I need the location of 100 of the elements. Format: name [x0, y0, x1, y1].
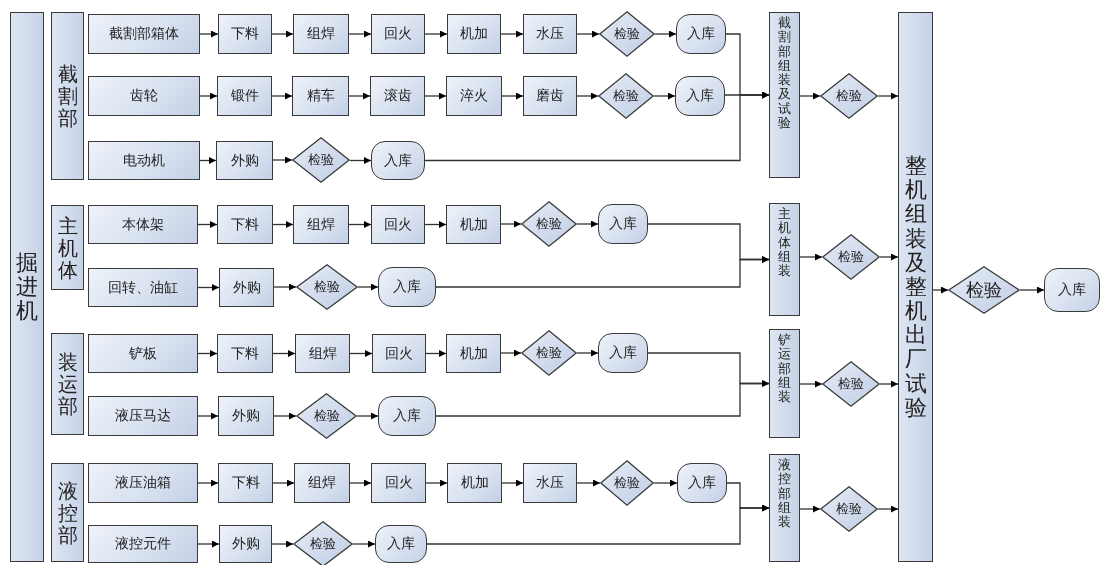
arrow	[653, 92, 676, 100]
process-box: 机加	[447, 14, 501, 54]
vertical-band: 整机组装及整机出厂试验	[898, 12, 933, 562]
terminal-box: 入库	[598, 204, 648, 244]
process-box: 回火	[371, 14, 425, 54]
decision-diamond: 检验	[820, 73, 878, 119]
process-box: 机加	[447, 463, 502, 503]
arrow	[199, 157, 217, 164]
terminal-box: 入库	[1044, 268, 1100, 312]
decision-diamond: 检验	[822, 361, 880, 407]
process-box: 组焊	[293, 14, 349, 54]
arrow	[272, 156, 293, 164]
arrow	[425, 479, 448, 487]
process-box: 回转、油缸	[88, 268, 198, 307]
arrow	[199, 30, 219, 38]
arrow	[197, 412, 219, 420]
arrow	[500, 30, 524, 38]
process-box: 外购	[219, 268, 274, 307]
process-box: 本体架	[88, 205, 198, 244]
arrow	[197, 284, 220, 291]
terminal-box: 入库	[677, 463, 727, 503]
decision-diamond: 检验	[292, 137, 350, 183]
arrow	[349, 350, 373, 357]
decision-diamond: 检验	[600, 460, 654, 506]
arrow	[356, 412, 379, 420]
process-box: 淬火	[446, 76, 502, 116]
arrow	[352, 540, 376, 548]
process-box: 齿轮	[88, 76, 200, 116]
terminal-box: 入库	[378, 267, 436, 307]
arrow	[932, 286, 949, 294]
arrow	[271, 30, 294, 38]
decision-diamond: 检验	[820, 486, 878, 532]
group-band: 液控部	[51, 463, 84, 562]
arrow	[576, 30, 600, 38]
decision-diamond: 检验	[521, 330, 577, 376]
decision-diamond: 检验	[296, 264, 358, 310]
process-box: 截割部箱体	[88, 14, 200, 54]
arrow	[349, 479, 372, 487]
process-box: 铲板	[88, 334, 198, 373]
process-box: 水压	[523, 14, 577, 54]
decision-diamond: 检验	[948, 266, 1020, 314]
arrow	[273, 412, 297, 420]
assembly-band: 液控部组装	[769, 454, 800, 562]
arrow	[576, 479, 601, 487]
terminal-box: 入库	[371, 141, 425, 180]
arrow	[349, 157, 372, 164]
process-box: 组焊	[295, 334, 350, 373]
arrow	[424, 221, 447, 228]
process-box: 外购	[216, 141, 273, 180]
process-box: 电动机	[88, 141, 200, 180]
decision-diamond: 检验	[293, 521, 353, 565]
arrow	[425, 350, 447, 357]
arrow	[424, 92, 447, 100]
arrow	[426, 504, 770, 545]
process-box: 外购	[218, 396, 274, 436]
arrow	[424, 91, 770, 162]
arrow	[199, 92, 218, 100]
arrow	[576, 92, 599, 100]
arrow	[500, 220, 522, 228]
arrow	[273, 283, 297, 291]
arrow	[799, 380, 823, 388]
arrow	[879, 253, 899, 261]
process-box: 水压	[523, 463, 577, 503]
vertical-band: 掘进机	[10, 12, 44, 562]
process-box: 下料	[218, 463, 273, 503]
arrow	[576, 220, 599, 228]
arrow	[877, 92, 899, 100]
process-box: 机加	[446, 334, 501, 373]
arrow	[197, 221, 218, 228]
arrow	[272, 221, 294, 228]
arrow	[348, 221, 372, 228]
arrow	[272, 350, 296, 357]
arrow	[1019, 286, 1045, 294]
arrow	[197, 479, 219, 487]
process-box: 磨齿	[523, 76, 577, 116]
arrow	[653, 479, 678, 487]
terminal-box: 入库	[598, 333, 648, 373]
process-box: 组焊	[294, 463, 350, 503]
decision-diamond: 检验	[598, 73, 654, 119]
process-box: 液控元件	[88, 525, 198, 563]
process-box: 精车	[292, 76, 349, 116]
process-box: 回火	[371, 463, 426, 503]
process-box: 液压油箱	[88, 463, 198, 503]
arrow	[877, 505, 899, 513]
arrow	[197, 540, 220, 548]
process-box: 锻件	[217, 76, 272, 116]
process-box: 组焊	[293, 205, 349, 244]
arrow	[576, 349, 599, 357]
arrow	[799, 253, 823, 261]
process-box: 回火	[371, 205, 425, 244]
process-box: 外购	[219, 525, 272, 563]
process-box: 下料	[218, 14, 272, 54]
arrow	[272, 479, 295, 487]
decision-diamond: 检验	[822, 234, 880, 280]
arrow	[348, 30, 372, 38]
decision-diamond: 检验	[599, 11, 655, 57]
arrow	[799, 92, 821, 100]
process-box: 回火	[372, 334, 426, 373]
terminal-box: 入库	[378, 396, 436, 436]
arrow	[879, 380, 899, 388]
